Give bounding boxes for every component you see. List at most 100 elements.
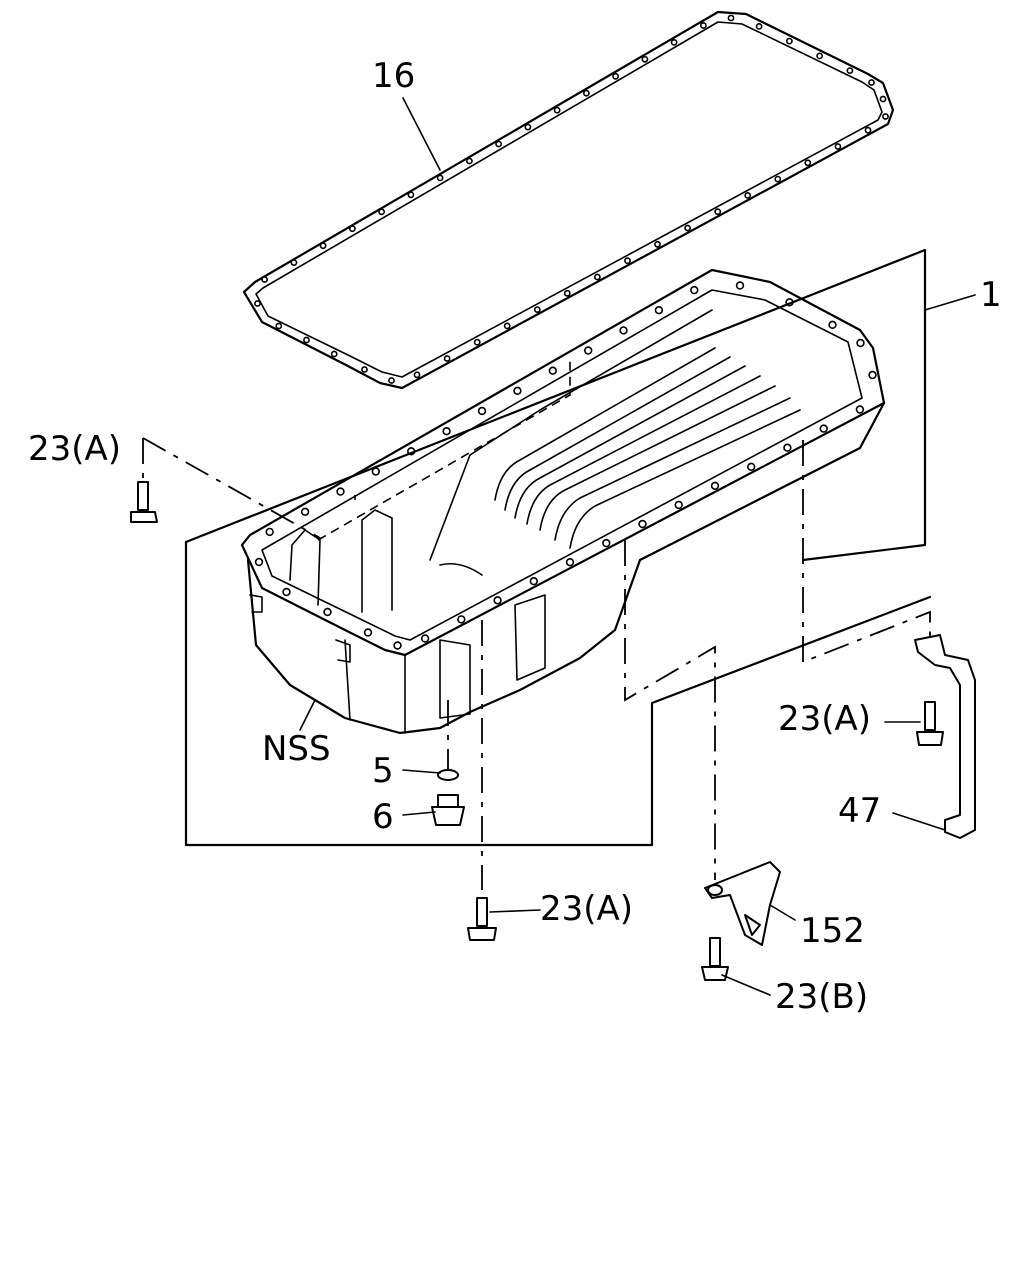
gasket-hole <box>290 259 298 266</box>
gasket-hole <box>864 126 872 134</box>
hidden-line-flange <box>317 360 571 541</box>
gasket-hole <box>254 300 261 307</box>
flange-bolt-hole <box>619 326 628 335</box>
flange-bolt-hole <box>363 628 373 637</box>
gasket-hole <box>744 191 752 199</box>
flange-bolt-hole <box>828 320 837 329</box>
oil-pan <box>240 268 886 735</box>
alignment-line-bracket <box>624 540 716 880</box>
flange-bolt-hole <box>674 500 683 510</box>
flange-bolt-hole <box>548 366 557 375</box>
gasket-hole <box>816 52 823 60</box>
flange-bolt-hole <box>735 281 745 290</box>
gasket-hole <box>868 79 875 86</box>
label-16: 16 <box>372 56 415 96</box>
flange-bolt-hole <box>868 370 877 380</box>
leader-line-16 <box>402 97 441 171</box>
label-23a-left: 23(A) <box>28 429 121 469</box>
oil-pan-gasket <box>242 10 895 390</box>
leader-line-1 <box>924 294 976 311</box>
gasket-hole <box>612 72 619 80</box>
gasket-hole <box>624 257 631 265</box>
flange-bolt-hole <box>654 306 664 315</box>
leader-line-bolt-bottom <box>489 909 541 913</box>
gasket-hole <box>330 350 338 358</box>
bolt-bottom-23a <box>467 897 497 941</box>
label-47: 47 <box>838 791 881 831</box>
label-23b: 23(B) <box>775 977 868 1017</box>
gasket-hole <box>804 159 812 167</box>
gasket-hole <box>563 289 571 297</box>
gasket-hole <box>319 242 327 250</box>
flange-bolt-hole <box>336 487 345 496</box>
flange-bolt-hole <box>477 406 487 416</box>
flange-bolt-hole <box>638 519 647 529</box>
flange-bolt-hole <box>855 405 865 414</box>
flange-bolt-hole <box>565 557 575 567</box>
flange-bolt-hole <box>856 338 865 348</box>
gasket-hole <box>503 322 511 330</box>
gasket-hole <box>275 322 283 330</box>
gasket-hole <box>846 67 854 74</box>
gasket-hole <box>654 240 661 248</box>
gasket-hole <box>524 123 532 131</box>
drain-plug-6 <box>431 794 465 826</box>
gasket-hole <box>882 113 889 120</box>
gasket-hole <box>465 157 473 165</box>
leader-line-5 <box>402 769 441 774</box>
gasket-hole <box>533 306 541 313</box>
bolt-right-23a <box>916 701 944 746</box>
gasket-hole <box>388 377 395 384</box>
gasket-hole <box>786 37 793 45</box>
leader-line-47 <box>892 812 946 831</box>
leader-line-nss <box>299 699 316 731</box>
flange-bolt-hole <box>393 641 402 650</box>
flange-bolt-hole <box>282 587 291 597</box>
gasket-hole <box>261 276 268 283</box>
gasket-hole <box>755 22 763 30</box>
gasket-hole <box>378 208 385 216</box>
gasket-hole <box>473 338 481 346</box>
leader-line-bolt-b <box>721 974 771 996</box>
bolt-left-23a <box>130 481 158 523</box>
flange-bolt-hole <box>265 527 274 537</box>
gasket-hole <box>348 225 356 233</box>
oil-pan-group-frame <box>184 540 932 847</box>
label-152: 152 <box>800 911 865 951</box>
dipstick-tube-47 <box>914 634 976 839</box>
gasket-hole <box>443 355 451 362</box>
gasket-bolt-holes <box>254 14 889 384</box>
label-1: 1 <box>980 275 1002 315</box>
flange-bolt-holes <box>254 281 877 650</box>
flange-bolt-hole <box>442 427 451 436</box>
gasket-hole <box>303 336 310 344</box>
flange-bolt-hole <box>457 615 466 624</box>
washer-5 <box>437 769 459 781</box>
flange-bolt-hole <box>819 424 828 433</box>
gasket-hole <box>361 366 368 373</box>
flange-bolt-hole <box>254 557 264 567</box>
flange-bolt-hole <box>513 386 522 395</box>
gasket-hole <box>879 95 887 103</box>
flange-bolt-hole <box>690 285 699 295</box>
alignment-line-left-bolt <box>142 437 321 539</box>
label-nss: NSS <box>262 729 331 769</box>
gasket-hole <box>413 371 421 379</box>
gasket-hole <box>727 14 735 22</box>
gasket-hole <box>700 22 707 29</box>
flange-bolt-hole <box>529 576 538 586</box>
gasket-hole <box>670 39 678 46</box>
flange-bolt-hole <box>583 346 593 355</box>
flange-bolt-hole <box>710 481 720 490</box>
flange-bolt-hole <box>746 462 756 471</box>
gasket-hole <box>436 174 444 182</box>
flange-bolt-hole <box>323 607 332 617</box>
flange-bolt-hole <box>602 538 611 548</box>
label-6: 6 <box>372 797 394 837</box>
gasket-hole <box>774 175 782 183</box>
gasket-hole <box>583 89 590 97</box>
alignment-line-right <box>802 440 931 664</box>
gasket-hole <box>553 106 561 114</box>
bolt-23b <box>701 937 729 981</box>
